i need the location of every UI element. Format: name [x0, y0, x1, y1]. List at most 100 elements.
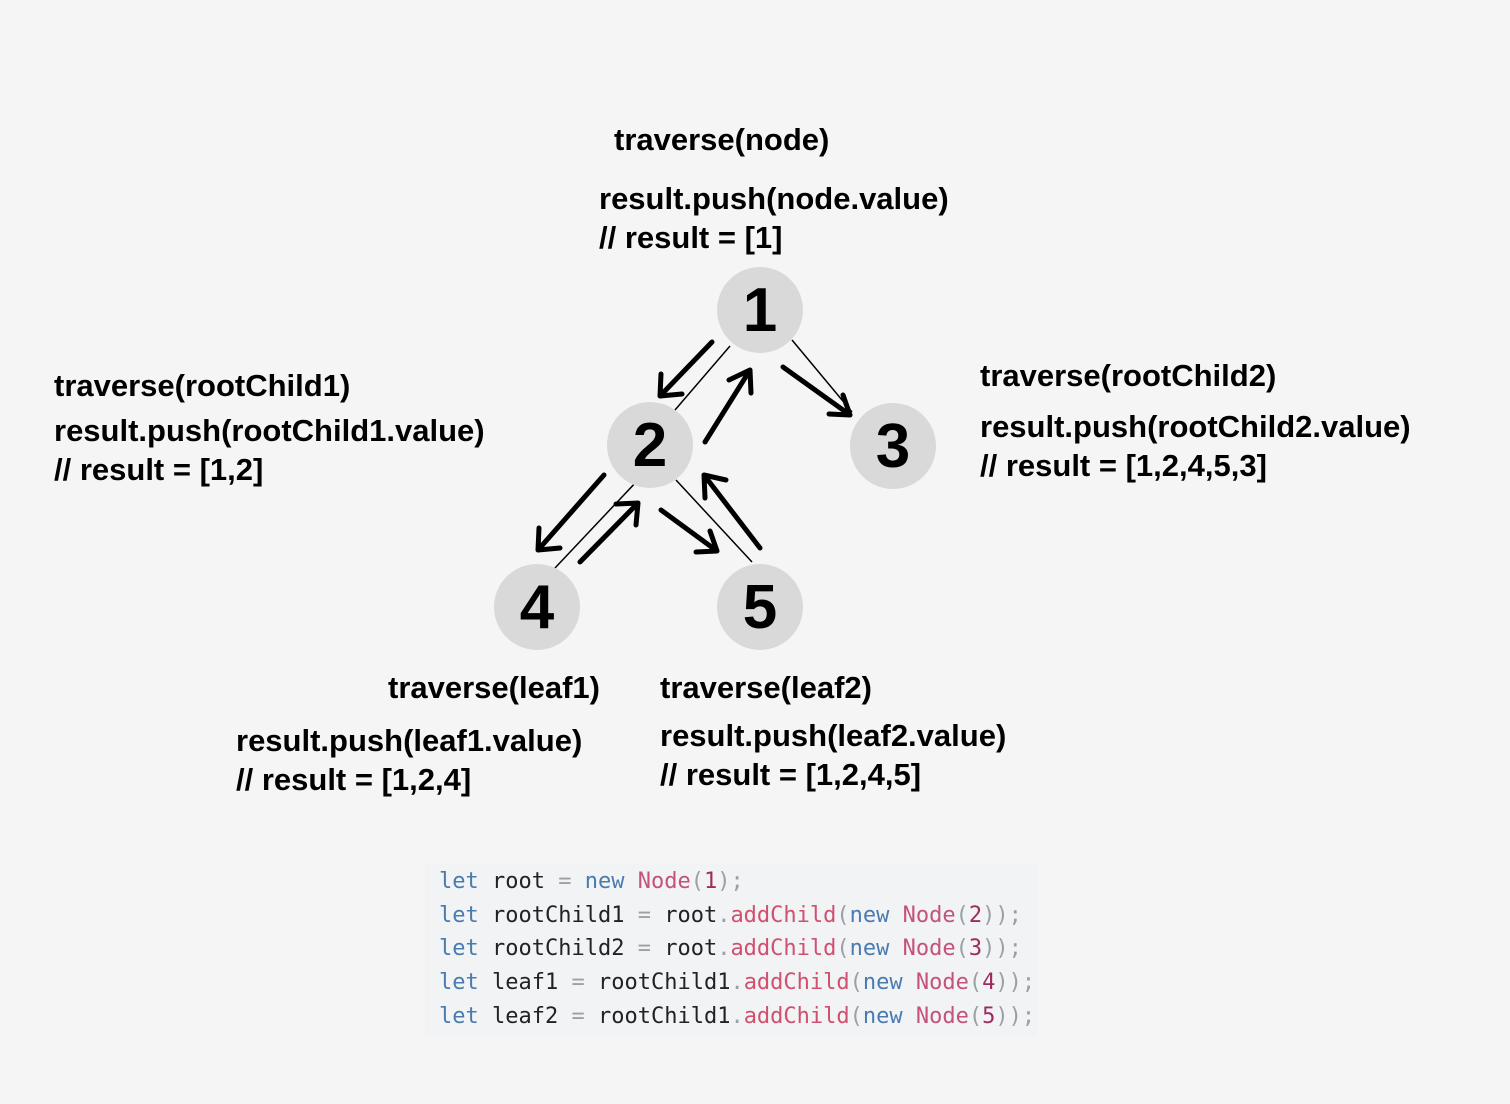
code-token: Node: [915, 1003, 969, 1029]
code-token: (: [836, 902, 850, 928]
node-label: 5: [742, 572, 778, 642]
tree-node-1: 1: [717, 267, 803, 353]
code-token: =: [571, 1003, 585, 1029]
code-token: [479, 936, 492, 961]
code-token: =: [637, 902, 651, 928]
edge-2-5: [675, 479, 753, 563]
code-token: [903, 970, 916, 995]
code-token: leaf2: [492, 1003, 559, 1029]
code-snippet: let root = new Node(1);let rootChild1 = …: [425, 864, 1037, 1036]
leaf2-result-label: // result = [1,2,4,5]: [660, 757, 922, 792]
leaf1-push-label: result.push(leaf1.value): [236, 723, 583, 758]
code-token: [624, 903, 637, 928]
tree-node-5: 5: [717, 564, 803, 650]
code-token: [624, 869, 637, 894]
code-token: 5: [982, 1003, 996, 1029]
code-token: ;: [1021, 1003, 1036, 1029]
code-token: Node: [902, 902, 956, 928]
code-token: rootChild1: [492, 902, 625, 928]
code-token: (: [968, 1003, 983, 1029]
code-token: root: [664, 902, 718, 928]
code-token: .: [730, 970, 744, 996]
arrow-up-2-1: [702, 367, 754, 445]
tree-node-4: 4: [494, 564, 580, 650]
child2-result-label: // result = [1,2,4,5,3]: [980, 448, 1267, 483]
tree-node-2: 2: [607, 402, 693, 488]
leaf2-call-label: traverse(leaf2): [660, 670, 872, 705]
code-token: (: [955, 902, 969, 928]
code-line: let leaf2 = rootChild1.addChild(new Node…: [439, 1000, 1037, 1034]
code-token: (: [968, 970, 983, 996]
leaf2-push-label: result.push(leaf2.value): [660, 718, 1007, 753]
code-line: let leaf1 = rootChild1.addChild(new Node…: [439, 966, 1037, 1000]
node-label: 2: [632, 410, 668, 480]
code-token: 3: [968, 936, 983, 962]
code-token: (: [849, 1003, 863, 1029]
leaf1-call-label: traverse(leaf1): [388, 670, 600, 705]
code-token: Node: [915, 970, 969, 996]
code-token: Node: [637, 869, 691, 894]
code-token: [585, 970, 598, 995]
code-token: let: [439, 1003, 479, 1029]
code-token: addChild: [743, 970, 850, 996]
code-token: 2: [968, 902, 983, 928]
code-token: .: [717, 936, 731, 962]
root-call-label: traverse(node): [614, 122, 830, 157]
child1-push-label: result.push(rootChild1.value): [54, 413, 485, 448]
code-token: addChild: [743, 1003, 850, 1029]
arrow-down-2-4: [535, 472, 607, 553]
node-label: 1: [742, 275, 778, 345]
code-token: 1: [703, 869, 718, 894]
code-token: rootChild1: [597, 1003, 731, 1029]
code-token: [889, 936, 902, 961]
code-token: ;: [1021, 970, 1036, 996]
root-push-label: result.push(node.value): [599, 181, 949, 216]
code-token: [624, 936, 637, 961]
code-token: Node: [902, 936, 956, 962]
code-token: )): [982, 936, 1009, 962]
node-label: 3: [875, 411, 911, 481]
code-token: leaf1: [492, 970, 559, 996]
edge-1-2: [674, 345, 731, 411]
code-token: let: [439, 936, 479, 962]
edge-2-4: [554, 479, 639, 569]
code-token: )): [995, 970, 1022, 996]
code-token: [585, 1004, 598, 1029]
code-token: root: [492, 869, 545, 894]
code-token: [571, 869, 584, 894]
code-token: rootChild2: [492, 936, 625, 962]
edge-1-3: [791, 339, 853, 413]
code-token: new: [849, 936, 890, 962]
child1-call-label: traverse(rootChild1): [54, 368, 351, 403]
code-token: [479, 903, 492, 928]
code-token: new: [584, 869, 625, 894]
arrow-up-4-2: [577, 500, 641, 565]
arrow-1-3: [780, 364, 853, 418]
code-token: [479, 869, 492, 894]
code-token: [479, 970, 492, 995]
leaf1-result-label: // result = [1,2,4]: [236, 762, 472, 797]
code-token: (: [849, 970, 863, 996]
code-token: (: [955, 936, 969, 962]
code-token: .: [717, 902, 731, 928]
arrow-up-5-2: [701, 472, 763, 551]
code-token: )): [982, 902, 1009, 928]
code-token: [479, 1004, 492, 1029]
code-token: new: [849, 902, 890, 928]
code-token: ;: [1008, 936, 1022, 962]
code-token: let: [439, 970, 479, 996]
code-token: [558, 970, 571, 995]
code-token: let: [439, 869, 479, 894]
arrow-down-1-2: [657, 339, 715, 399]
code-line: let rootChild1 = root.addChild(new Node(…: [439, 899, 1037, 933]
code-token: ;: [1008, 902, 1022, 928]
code-token: ;: [730, 869, 744, 894]
code-token: =: [571, 970, 585, 996]
code-token: [651, 936, 664, 961]
code-token: rootChild1: [597, 970, 731, 996]
code-token: 4: [982, 970, 996, 996]
code-token: [558, 1004, 571, 1029]
child2-push-label: result.push(rootChild2.value): [980, 409, 1411, 444]
code-token: =: [558, 869, 572, 894]
